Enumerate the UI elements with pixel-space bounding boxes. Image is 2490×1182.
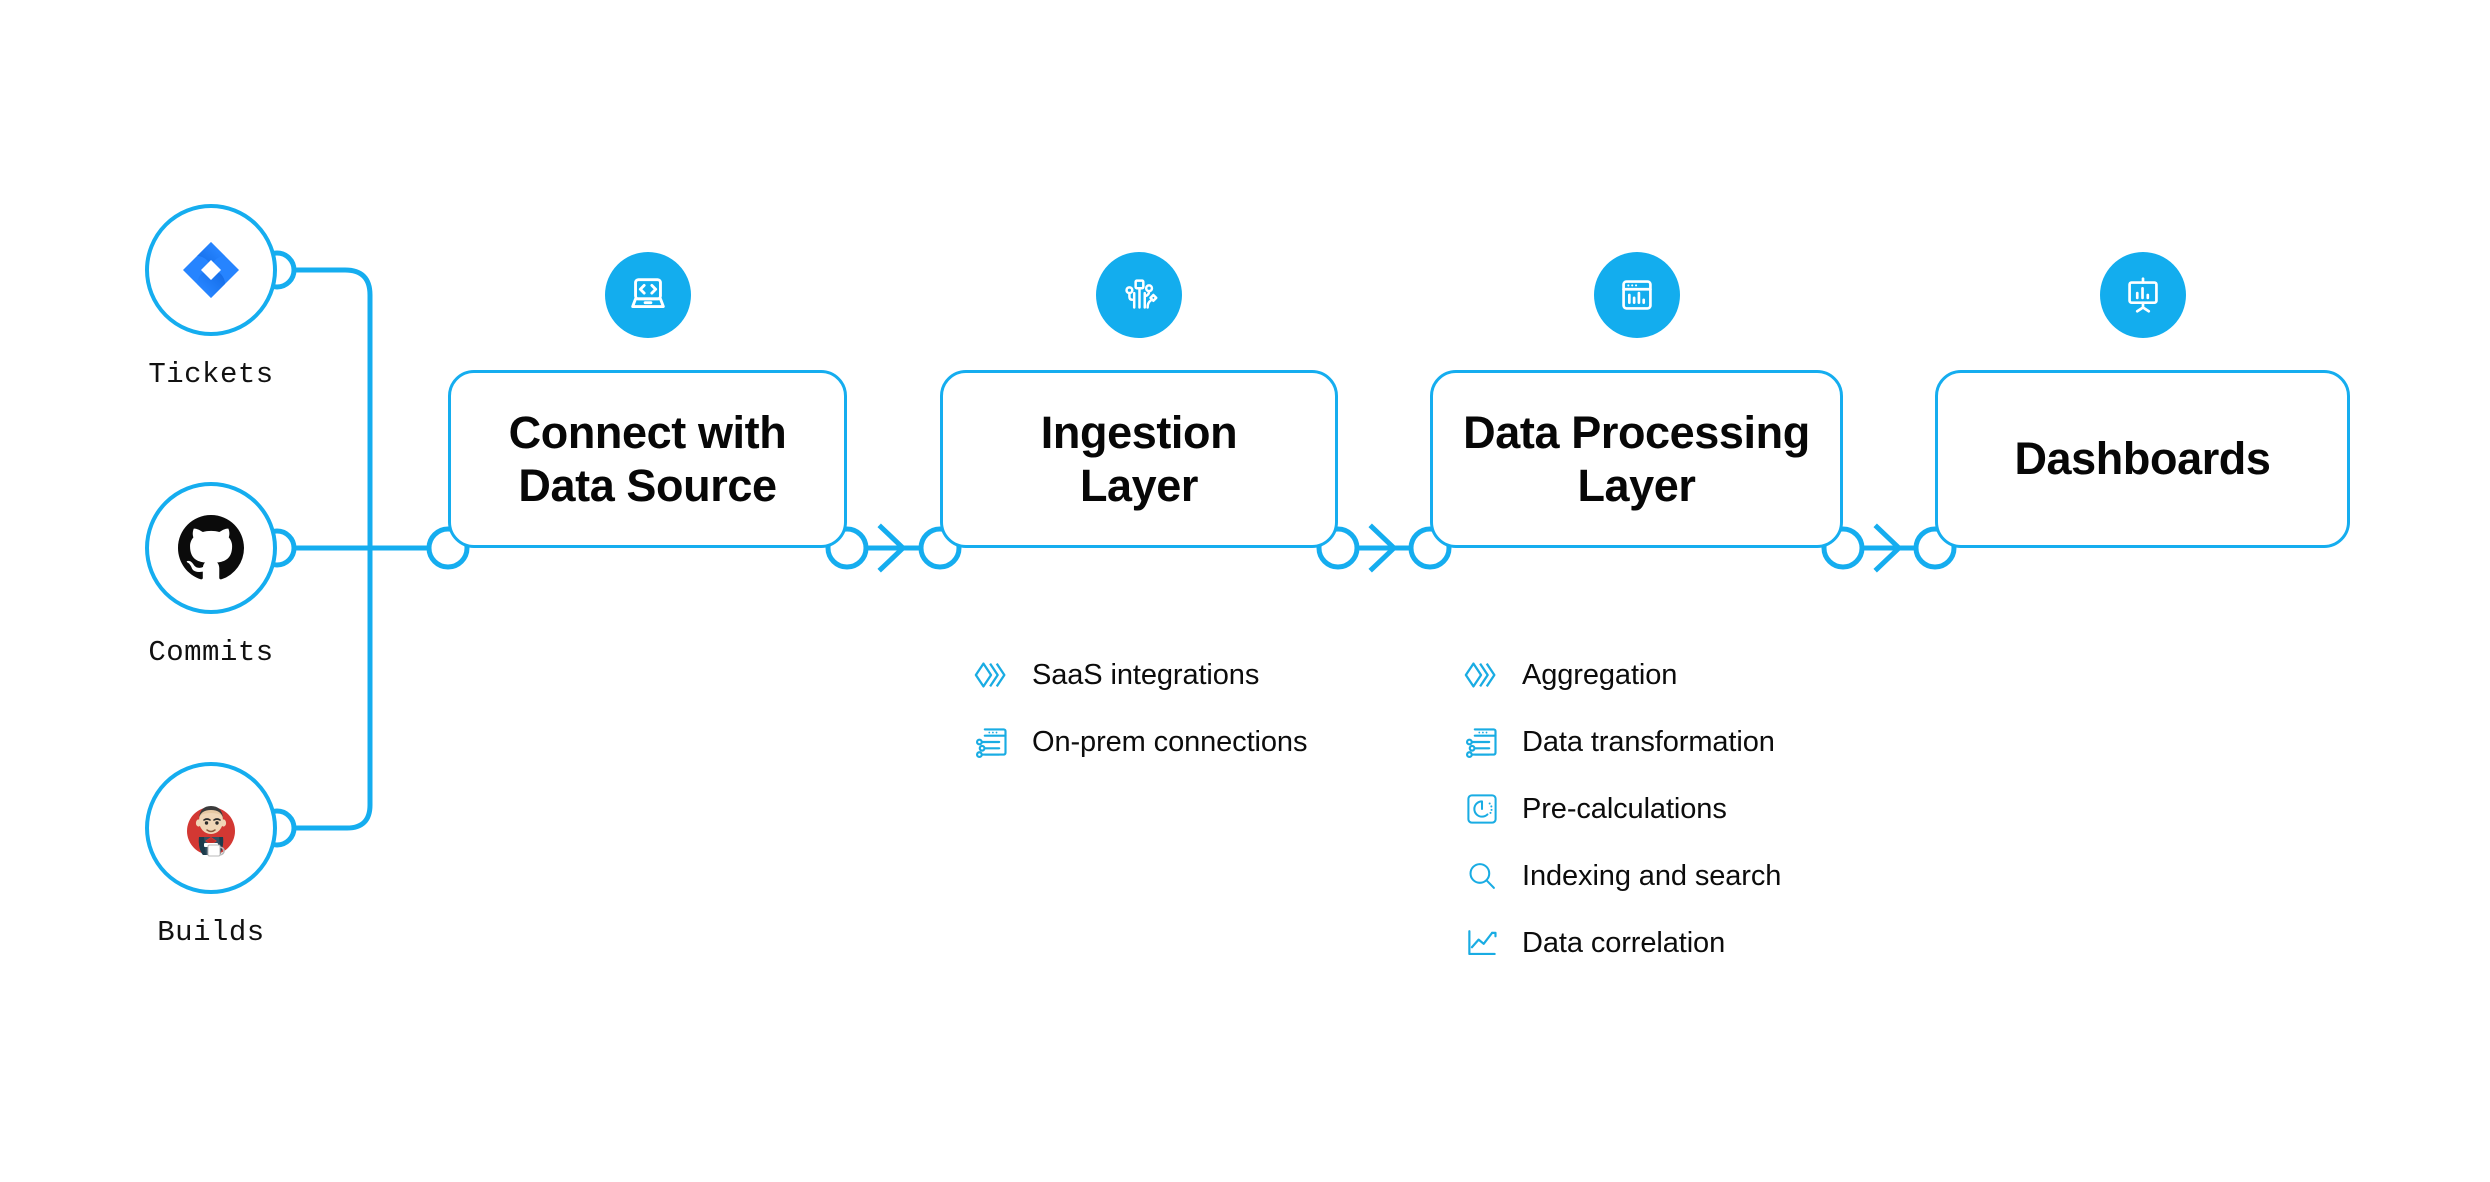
list-item[interactable]: Indexing and search bbox=[1462, 856, 1781, 896]
layers-diamond-icon bbox=[972, 655, 1012, 695]
list-item[interactable]: Data correlation bbox=[1462, 923, 1781, 963]
stage-icon-processing bbox=[1594, 252, 1680, 338]
list-item[interactable]: On-prem connections bbox=[972, 722, 1307, 762]
source-circle-builds bbox=[145, 762, 277, 894]
stage-icon-dashboards bbox=[2100, 252, 2186, 338]
stage-title-connect: Connect with Data Source bbox=[491, 406, 805, 512]
magnifier-icon bbox=[1462, 856, 1502, 896]
presentation-chart-icon bbox=[2128, 277, 2158, 313]
stage-box-processing[interactable]: Data Processing Layer bbox=[1430, 370, 1843, 548]
stage-box-ingestion[interactable]: Ingestion Layer bbox=[940, 370, 1338, 548]
stage-data-processing-layer[interactable]: Data Processing Layer bbox=[1430, 252, 1843, 548]
list-item-label: Data transformation bbox=[1522, 725, 1775, 758]
stage-title-ingestion-line2: Layer bbox=[1079, 460, 1199, 511]
source-label-tickets: Tickets bbox=[148, 358, 274, 391]
stage-connect-with-data-source[interactable]: Connect with Data Source bbox=[448, 252, 847, 548]
list-item[interactable]: Aggregation bbox=[1462, 655, 1781, 695]
source-node-commits[interactable]: Commits bbox=[145, 482, 277, 669]
source-node-builds[interactable]: Builds bbox=[145, 762, 277, 949]
arrowhead-stage2-stage3 bbox=[1368, 523, 1398, 573]
list-item-label: Indexing and search bbox=[1522, 859, 1782, 892]
source-label-builds: Builds bbox=[157, 916, 265, 949]
jenkins-icon bbox=[187, 806, 235, 857]
stage-title-ingestion: Ingestion Layer bbox=[1023, 406, 1255, 512]
stage-title-connect-line2: Data Source bbox=[518, 460, 777, 511]
line-chart-icon bbox=[1462, 923, 1502, 963]
window-sliders-icon bbox=[1462, 722, 1502, 762]
list-item[interactable]: SaaS integrations bbox=[972, 655, 1307, 695]
list-item[interactable]: Data transformation bbox=[1462, 722, 1781, 762]
source-label-commits: Commits bbox=[148, 636, 274, 669]
source-circle-commits bbox=[145, 482, 277, 614]
stage-dashboards[interactable]: Dashboards bbox=[1935, 252, 2350, 548]
stage-title-dashboards-line1: Dashboards bbox=[2014, 433, 2271, 485]
arrowhead-stage1-stage2 bbox=[877, 523, 907, 573]
processing-feature-list: Aggregation Data transformation bbox=[1462, 655, 1781, 990]
stage-title-processing: Data Processing Layer bbox=[1445, 406, 1828, 512]
stage-title-processing-line1: Data Processing bbox=[1463, 406, 1810, 458]
gauge-square-icon bbox=[1462, 789, 1502, 829]
list-item-label: SaaS integrations bbox=[1032, 658, 1260, 691]
arrowhead-stage3-stage4 bbox=[1873, 523, 1903, 573]
window-chart-icon bbox=[1622, 280, 1652, 310]
source-node-tickets[interactable]: Tickets bbox=[145, 204, 277, 391]
jira-icon bbox=[183, 242, 239, 298]
stage-title-processing-line2: Layer bbox=[1577, 460, 1696, 511]
list-item-label: Aggregation bbox=[1522, 658, 1678, 691]
list-item-label: On-prem connections bbox=[1032, 725, 1308, 758]
layers-diamond-icon bbox=[1462, 655, 1502, 695]
list-item[interactable]: Pre-calculations bbox=[1462, 789, 1781, 829]
window-sliders-icon bbox=[972, 722, 1012, 762]
laptop-code-icon bbox=[631, 278, 665, 308]
stage-ingestion-layer[interactable]: Ingestion Layer bbox=[940, 252, 1338, 548]
stage-box-connect[interactable]: Connect with Data Source bbox=[448, 370, 847, 548]
stage-title-connect-line1: Connect with bbox=[508, 406, 787, 458]
github-icon bbox=[178, 515, 244, 580]
ingestion-feature-list: SaaS integrations On-prem connections bbox=[972, 655, 1307, 789]
list-item-label: Pre-calculations bbox=[1522, 792, 1727, 825]
stage-title-ingestion-line1: Ingestion bbox=[1040, 406, 1238, 458]
circuit-nodes-icon bbox=[1125, 279, 1158, 309]
stage-title-dashboards: Dashboards bbox=[1996, 432, 2288, 485]
source-circle-tickets bbox=[145, 204, 277, 336]
stage-box-dashboards[interactable]: Dashboards bbox=[1935, 370, 2350, 548]
stage-icon-ingestion bbox=[1096, 252, 1182, 338]
list-item-label: Data correlation bbox=[1522, 926, 1726, 959]
stage-icon-connect bbox=[605, 252, 691, 338]
